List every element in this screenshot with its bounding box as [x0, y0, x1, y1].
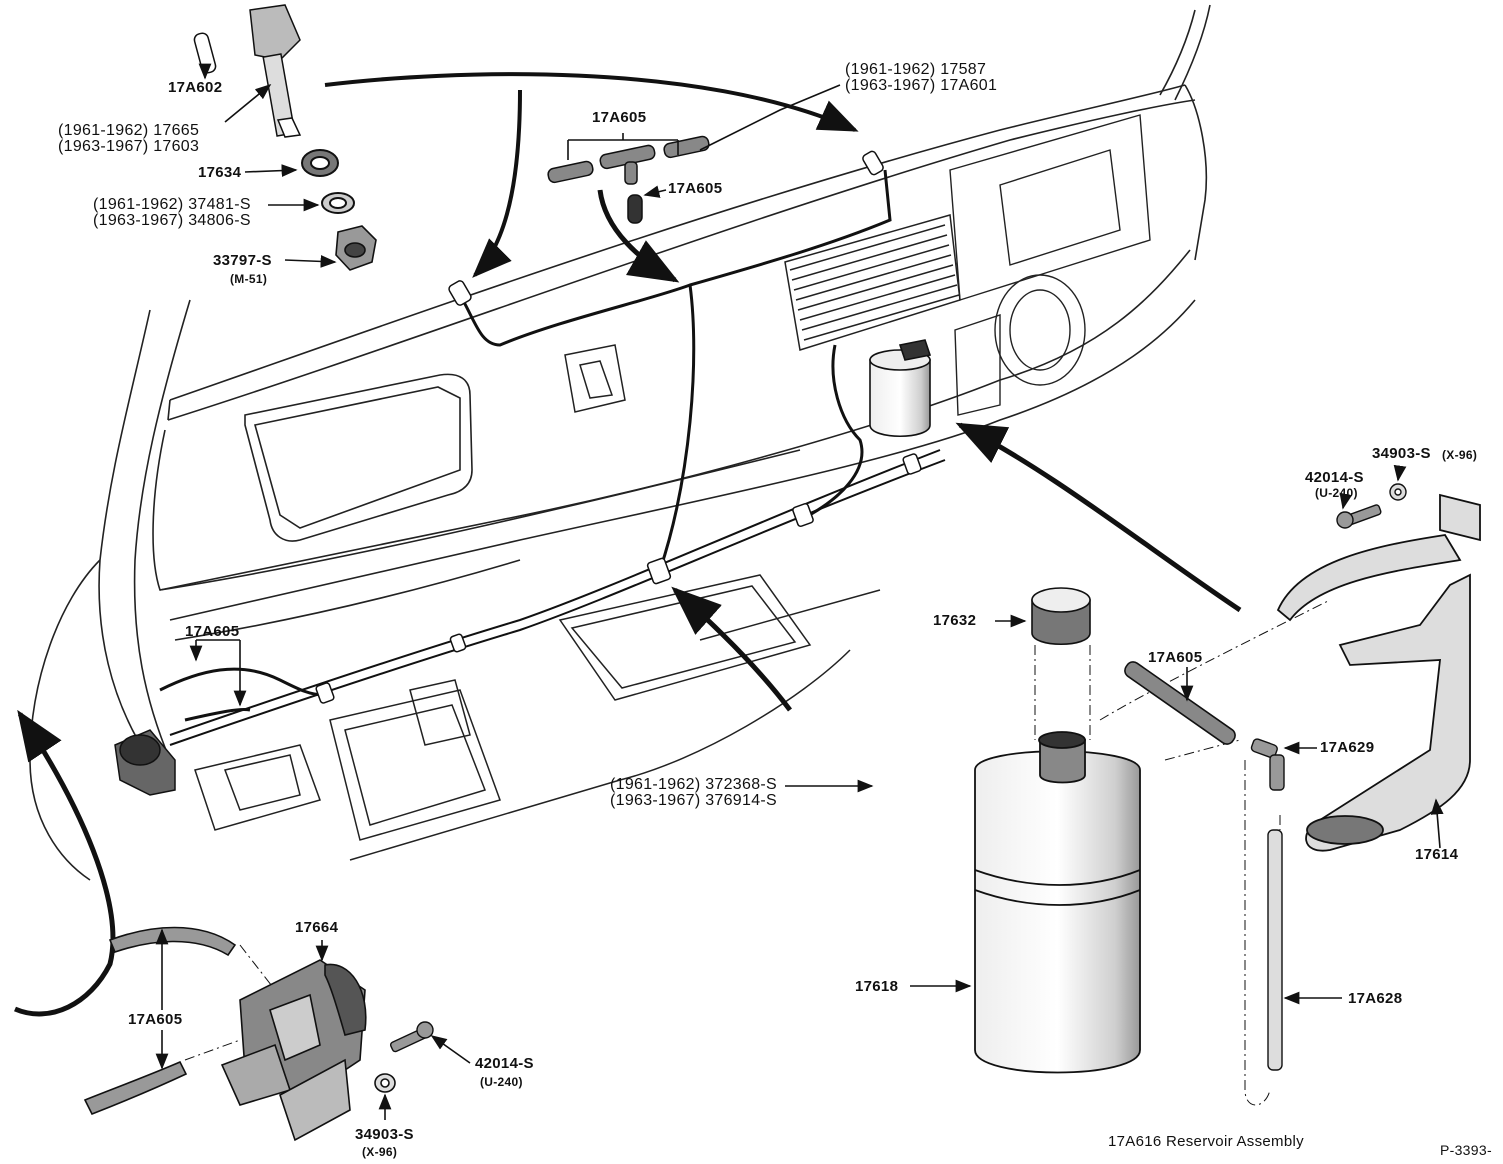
- bracket-17614: [1276, 493, 1481, 852]
- label-33797-sub: (M-51): [230, 272, 268, 286]
- screw-42014-bottom: [389, 1021, 434, 1053]
- grommet-17634: [301, 149, 339, 177]
- center-bracket: [564, 344, 626, 413]
- tube-17A628: [1267, 829, 1283, 1071]
- label-17603-1963: (1963-1967) 17603: [58, 138, 200, 155]
- hose-clips: [315, 453, 922, 704]
- label-34903-top-sub: (X-96): [1442, 448, 1478, 462]
- label-17A601-1963: (1963-1967) 17A601: [845, 77, 998, 94]
- pump-17664: [220, 959, 367, 1142]
- diagram-caption: 17A616 Reservoir Assembly: [1108, 1133, 1304, 1150]
- nozzle-fittings: [448, 150, 884, 306]
- dash-line: [184, 599, 1331, 1106]
- label-17A605-mid: 17A605: [668, 180, 723, 197]
- label-17A605-bottom: 17A605: [128, 1011, 183, 1028]
- tee-connector: [547, 135, 710, 224]
- washer-37481: [321, 192, 355, 214]
- nozzle-17665: [249, 4, 302, 138]
- label-17632: 17632: [933, 612, 977, 629]
- hose-routing: [159, 169, 892, 722]
- label-17614: 17614: [1415, 846, 1459, 863]
- reservoir-bottle-17618: [974, 731, 1141, 1074]
- hose-17A605-bottom-upper: [108, 926, 237, 957]
- installed-pump: [114, 729, 176, 796]
- label-17634: 17634: [198, 164, 242, 181]
- label-17665-1961: (1961-1962) 17665: [58, 122, 200, 139]
- label-34806-1963: (1963-1967) 34806-S: [93, 212, 251, 229]
- label-17A605-right: 17A605: [1148, 649, 1203, 666]
- label-33797: 33797-S: [213, 252, 272, 269]
- plate-number: P-3393-: [1440, 1142, 1492, 1158]
- label-17A605-top: 17A605: [592, 109, 647, 126]
- label-17618: 17618: [855, 978, 899, 995]
- right-panel: [949, 114, 1151, 416]
- label-34903-top: 34903-S: [1372, 445, 1431, 462]
- washer-34903-bottom: [374, 1073, 396, 1093]
- label-37481-1961: (1961-1962) 37481-S: [93, 196, 251, 213]
- hose-17A605-right: [1124, 661, 1236, 745]
- pin-17A602: [193, 32, 217, 74]
- vent-grille: [784, 214, 961, 351]
- label-372368-1961: (1961-1962) 372368-S: [610, 776, 778, 793]
- label-17587-1961: (1961-1962) 17587: [845, 61, 987, 78]
- label-17A605-left: 17A605: [185, 623, 240, 640]
- label-34903-bottom-sub: (X-96): [362, 1145, 398, 1159]
- wire-harness: [169, 449, 946, 746]
- installed-reservoir: [869, 339, 932, 438]
- label-42014-bottom-sub: (U-240): [480, 1075, 523, 1089]
- label-17A628: 17A628: [1348, 990, 1403, 1007]
- label-42014-bottom: 42014-S: [475, 1055, 534, 1072]
- instrument-opening: [244, 373, 473, 542]
- label-376914-1963: (1963-1967) 376914-S: [610, 792, 778, 809]
- label-42014-top-sub: (U-240): [1315, 486, 1358, 500]
- leader-lines: [155, 63, 1444, 1120]
- label-42014-top: 42014-S: [1305, 469, 1364, 486]
- label-17664: 17664: [295, 919, 339, 936]
- dashboard-body: [152, 4, 1211, 641]
- nut-33797: [335, 225, 377, 271]
- reservoir-cap-17632: [1031, 587, 1091, 646]
- elbow-17A629: [1250, 738, 1285, 791]
- label-17A629: 17A629: [1320, 739, 1375, 756]
- hose-17A605-bottom-lower: [83, 1060, 188, 1116]
- label-34903-bottom: 34903-S: [355, 1126, 414, 1143]
- label-17A602: 17A602: [168, 79, 223, 96]
- fasteners-top-right: [1336, 483, 1407, 529]
- door-pillar: [29, 299, 191, 881]
